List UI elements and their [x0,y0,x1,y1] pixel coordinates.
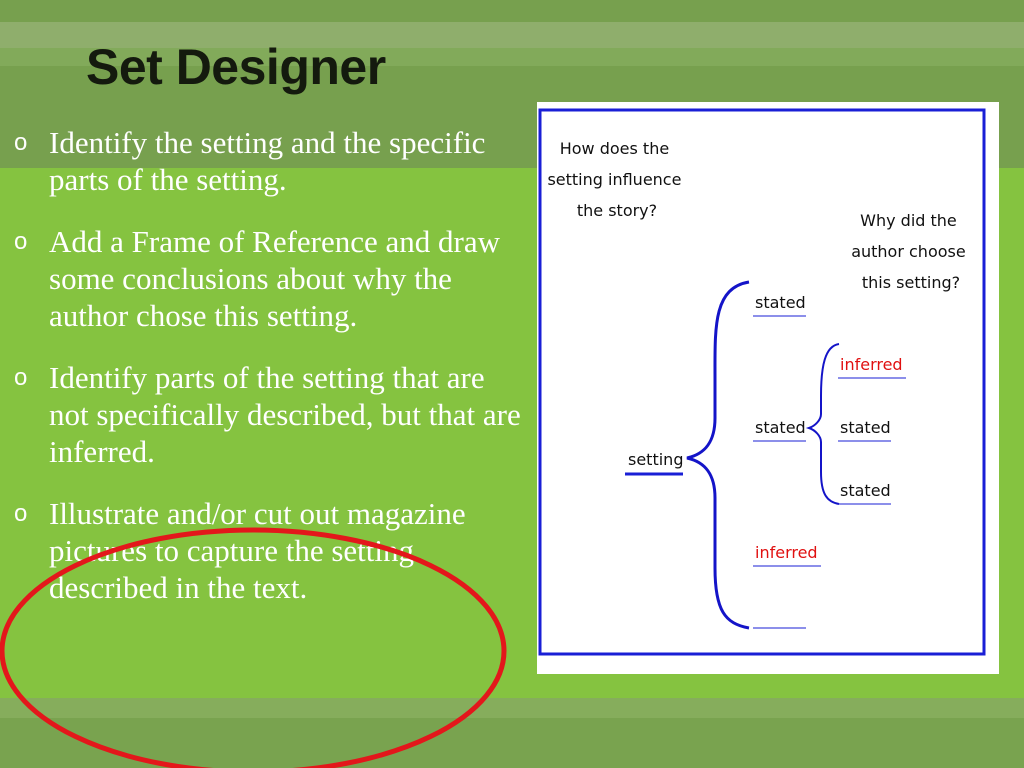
branch-label-1: stated [755,293,806,312]
bullet-item: o Identify parts of the setting that are… [14,359,526,470]
footer-stripe [0,698,1024,718]
bullet-marker: o [14,500,28,527]
question-left: How does the setting influence the story… [547,139,686,220]
bullet-item: o Identify the setting and the specific … [14,124,526,198]
diagram-frame [538,108,986,656]
main-brace [686,280,750,630]
question-right: Why did the author choose this setting? [851,211,971,292]
branch-label-3: inferred [755,543,818,562]
bullet-text: Add a Frame of Reference and draw some c… [49,224,501,333]
bullet-text: Identify parts of the setting that are n… [49,360,521,469]
sub-brace [805,343,840,505]
bullet-marker: o [14,129,28,156]
header-stripe-mid [0,48,1024,66]
branch-label-2: stated [755,418,806,437]
sub-label-3: stated [840,481,891,500]
setting-diagram: How does the setting influence the story… [537,102,999,674]
red-circle-annotation [0,527,507,768]
slide-title: Set Designer [86,39,386,95]
bullet-list: o Identify the setting and the specific … [14,124,526,631]
bullet-item: o Add a Frame of Reference and draw some… [14,223,526,334]
root-label: setting [628,450,683,469]
bullet-text: Identify the setting and the specific pa… [49,125,486,197]
header-stripe-light [0,22,1024,48]
sub-label-1: inferred [840,355,903,374]
sub-label-2: stated [840,418,891,437]
bullet-marker: o [14,364,28,391]
bullet-marker: o [14,228,28,255]
setting-diagram-svg: How does the setting influence the story… [538,108,986,656]
